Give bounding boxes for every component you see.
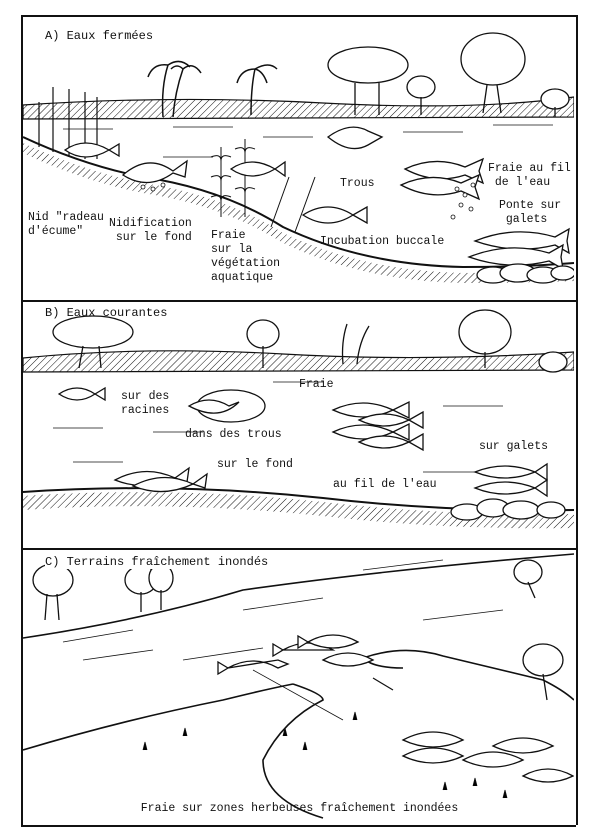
panel-b-title: B) Eaux courantes [45,306,168,320]
fish-in-hole [187,399,240,414]
fish-flooded-5 [521,768,574,783]
fish-bottom-nest [121,159,188,184]
panel-b-illustration [23,309,574,529]
palm-trees [147,60,278,118]
far-bank [23,96,574,120]
grass-tufts [142,711,508,799]
fish-drift-2 [399,173,481,201]
fish-pebble-2 [467,243,564,271]
fish-bottom-2 [131,472,208,493]
fish-group [217,634,574,783]
fish-drift-2 [331,422,410,442]
figure-frame [21,15,578,825]
label-ponte-galets: Ponte sur galets [499,199,562,226]
river-banks [23,553,574,819]
fish-drift-3 [357,410,424,430]
fish-migrating-1 [217,659,290,676]
label-sur-des-racines: sur des racines [121,390,170,417]
trees [32,559,564,701]
label-au-fil-de-l-eau: au fil de l'eau [333,478,437,491]
label-nid-radeau: Nid "radeau d'écume" [28,211,104,238]
panel-b-eaux-courantes: B) Eaux courantes Fraie sur des racines … [23,302,576,548]
water-ripples [63,124,553,158]
panel-c-terrains-inondes: C) Terrains fraîchement inondés Fraie su… [23,550,576,825]
fish-bubble-nest [63,142,120,158]
panel-a-eaux-fermees: A) Eaux fermées Nid "radeau d'écume" Nid… [23,17,576,300]
fish-group [57,386,548,498]
panel-divider-ab [21,300,576,302]
fish-drift-4 [357,432,424,452]
panel-a-illustration [23,32,574,284]
fish-drift-1 [331,400,410,420]
label-nidification: Nidification sur le fond [109,217,192,244]
panel-c-title: C) Terrains fraîchement inondés [45,555,269,569]
fish-flooded-2 [401,747,465,764]
panel-c-illustration [23,553,574,819]
pebbles [476,263,574,284]
bottom-border [21,825,576,827]
fish-hole [326,126,384,150]
fish-migrating-4 [321,652,375,667]
eggs [140,182,476,220]
broadleaf-trees [327,32,570,117]
far-bank [23,350,574,373]
label-trous: Trous [340,177,375,190]
label-sur-galets: sur galets [479,440,549,453]
label-sur-le-fond: sur le fond [217,458,293,471]
trees [52,309,568,373]
label-incubation-buccale: Incubation buccale [320,235,445,248]
label-fraie-fil-eau: Fraie au fil de l'eau [488,162,571,189]
fish-galets-2 [473,478,548,498]
fish-flooded-1 [401,731,465,748]
flow-arrow [372,677,394,691]
current-lines [62,559,504,721]
label-fraie: Fraie [299,378,334,391]
top-border [21,15,576,17]
aquatic-plants [210,139,316,233]
fish-mouthbrooder [301,205,368,225]
fish-migrating-3 [297,634,360,650]
fish-flooded-3 [461,751,525,768]
panel-c-caption: Fraie sur zones herbeuses fraîchement in… [140,802,459,815]
panel-a-title: A) Eaux fermées [45,29,154,43]
label-fraie-vegetation: Fraie sur la végétation aquatique [211,229,281,284]
fish-roots [57,386,106,402]
fish-flooded-4 [491,737,555,754]
fish-group [63,126,570,271]
label-dans-des-trous: dans des trous [185,428,282,441]
current-lines [53,381,503,473]
pebbles [450,498,566,521]
panel-divider-bc [21,548,576,550]
fish-galets-1 [473,462,548,482]
fish-vegetation [229,160,286,178]
